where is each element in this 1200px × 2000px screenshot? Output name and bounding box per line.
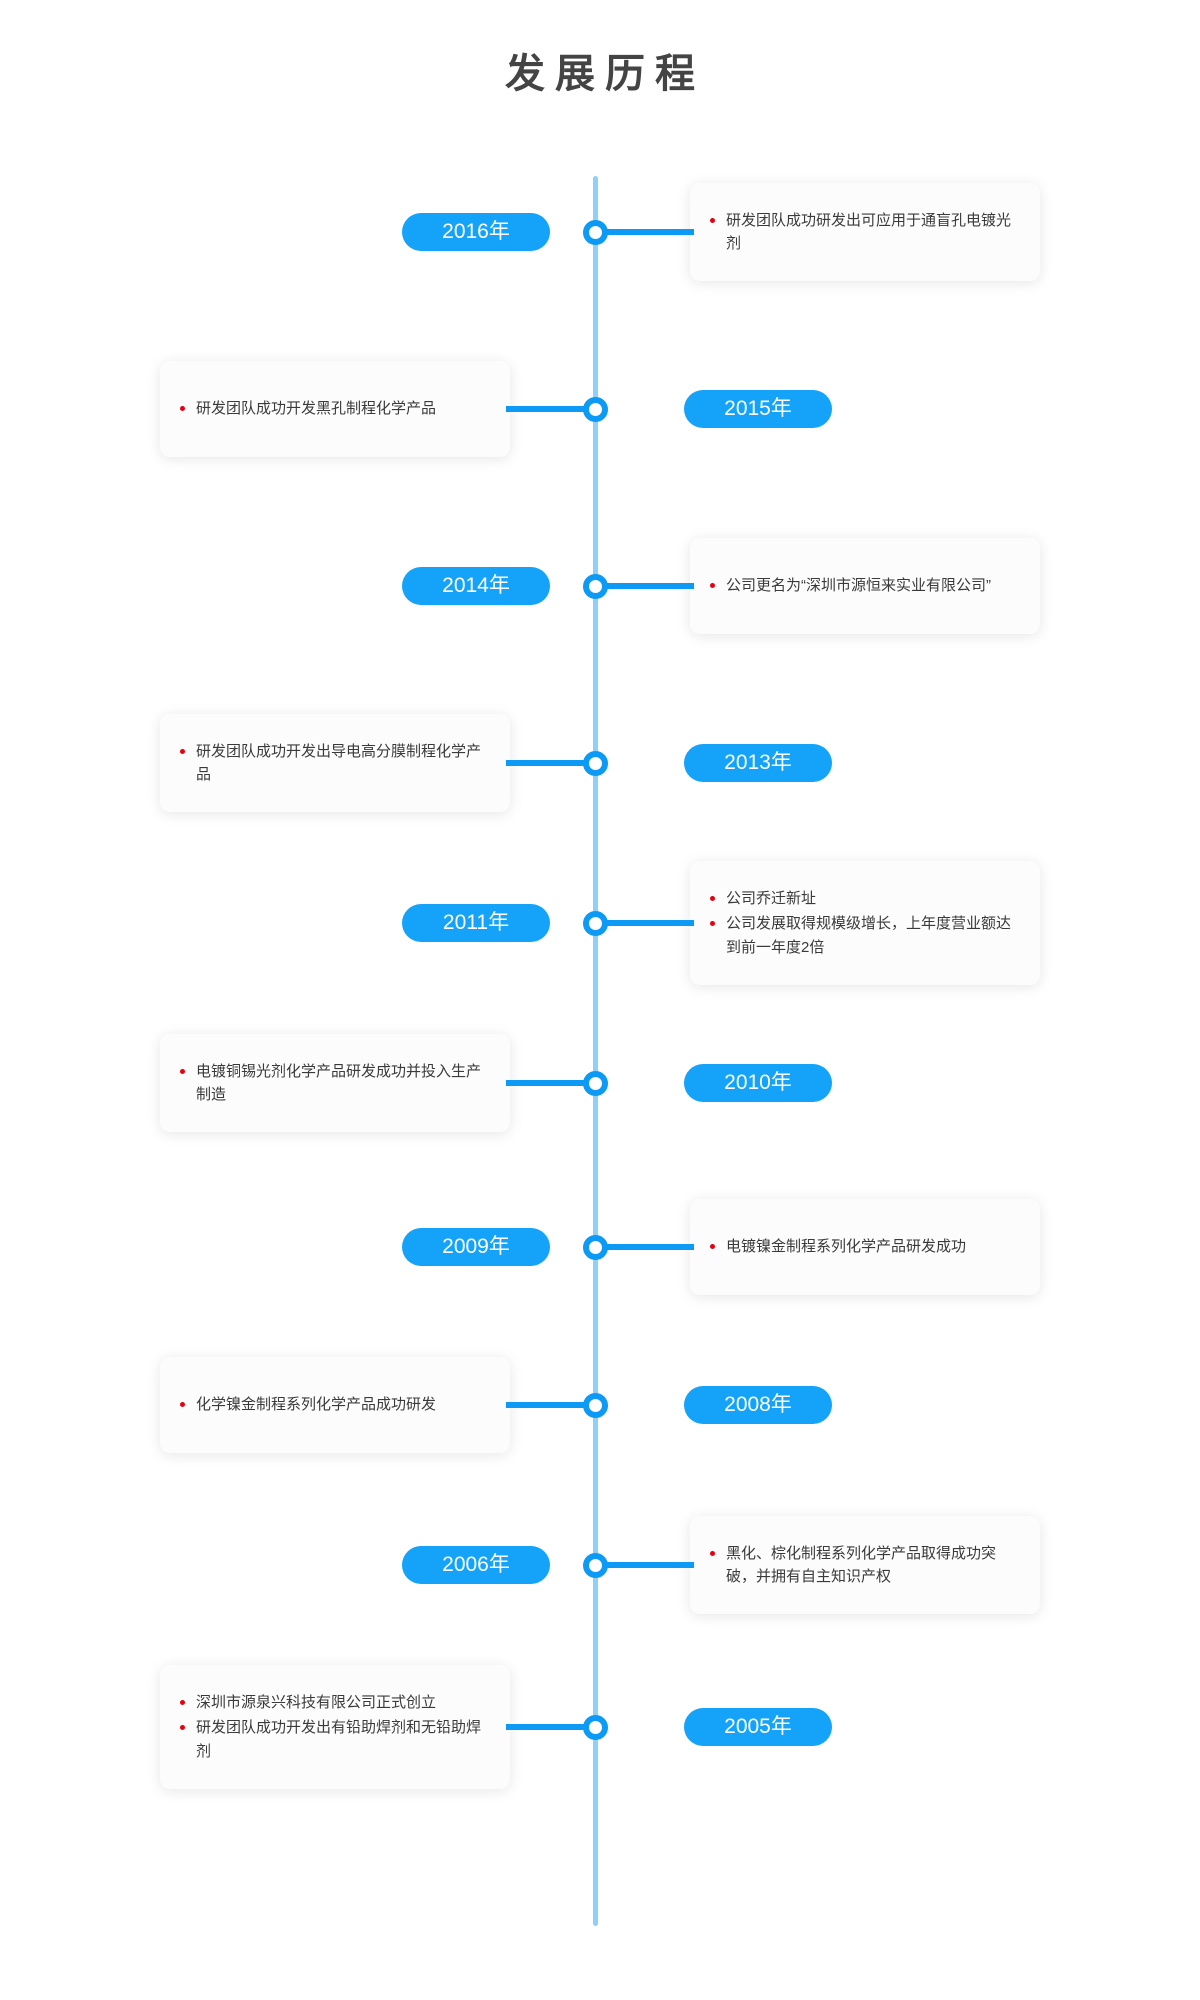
- year-badge[interactable]: 2016年: [402, 213, 550, 251]
- timeline-connector: [604, 583, 694, 589]
- timeline-node-icon[interactable]: [583, 574, 608, 599]
- timeline-node-icon[interactable]: [583, 220, 608, 245]
- year-badge[interactable]: 2014年: [402, 567, 550, 605]
- bullet-list: 电镀铜锡光剂化学产品研发成功并投入生产制造: [178, 1060, 488, 1107]
- timeline-card: 研发团队成功研发出可应用于通盲孔电镀光剂: [690, 182, 1040, 281]
- timeline-card: 深圳市源泉兴科技有限公司正式创立研发团队成功开发出有铅助焊剂和无铅助焊剂: [160, 1665, 510, 1789]
- timeline-connector: [604, 1244, 694, 1250]
- timeline-node-icon[interactable]: [583, 751, 608, 776]
- bullet-item: 电镀铜锡光剂化学产品研发成功并投入生产制造: [178, 1060, 488, 1107]
- timeline-connector: [506, 760, 596, 766]
- timeline-spine: [593, 176, 598, 1926]
- timeline-node-icon[interactable]: [583, 1553, 608, 1578]
- year-badge[interactable]: 2006年: [402, 1546, 550, 1584]
- bullet-item: 研发团队成功研发出可应用于通盲孔电镀光剂: [708, 209, 1018, 256]
- bullet-list: 研发团队成功开发出导电高分膜制程化学产品: [178, 740, 488, 787]
- bullet-list: 化学镍金制程系列化学产品成功研发: [178, 1393, 488, 1416]
- bullet-item: 化学镍金制程系列化学产品成功研发: [178, 1393, 488, 1416]
- bullet-list: 深圳市源泉兴科技有限公司正式创立研发团队成功开发出有铅助焊剂和无铅助焊剂: [178, 1691, 488, 1763]
- bullet-item: 研发团队成功开发出导电高分膜制程化学产品: [178, 740, 488, 787]
- timeline-node-icon[interactable]: [583, 1071, 608, 1096]
- year-badge[interactable]: 2015年: [684, 390, 832, 428]
- timeline-connector: [506, 1724, 596, 1730]
- timeline-connector: [506, 406, 596, 412]
- year-badge[interactable]: 2008年: [684, 1386, 832, 1424]
- timeline-card: 黑化、棕化制程系列化学产品取得成功突破，并拥有自主知识产权: [690, 1515, 1040, 1614]
- bullet-item: 电镀镍金制程系列化学产品研发成功: [708, 1235, 1018, 1258]
- bullet-list: 公司乔迁新址公司发展取得规模级增长，上年度营业额达到前一年度2倍: [708, 887, 1018, 959]
- bullet-list: 研发团队成功研发出可应用于通盲孔电镀光剂: [708, 209, 1018, 256]
- bullet-item: 公司发展取得规模级增长，上年度营业额达到前一年度2倍: [708, 912, 1018, 959]
- bullet-item: 研发团队成功开发黑孔制程化学产品: [178, 397, 488, 420]
- page-title: 发展历程: [505, 52, 705, 96]
- timeline-connector: [604, 920, 694, 926]
- timeline-connector: [506, 1402, 596, 1408]
- year-badge[interactable]: 2011年: [402, 904, 550, 942]
- year-badge[interactable]: 2005年: [684, 1708, 832, 1746]
- timeline-connector: [604, 1562, 694, 1568]
- timeline-node-icon[interactable]: [583, 1235, 608, 1260]
- timeline-card: 公司乔迁新址公司发展取得规模级增长，上年度营业额达到前一年度2倍: [690, 861, 1040, 985]
- bullet-item: 研发团队成功开发出有铅助焊剂和无铅助焊剂: [178, 1716, 488, 1763]
- timeline-node-icon[interactable]: [583, 397, 608, 422]
- timeline-card: 研发团队成功开发出导电高分膜制程化学产品: [160, 713, 510, 812]
- bullet-list: 研发团队成功开发黑孔制程化学产品: [178, 397, 488, 420]
- bullet-item: 深圳市源泉兴科技有限公司正式创立: [178, 1691, 488, 1714]
- bullet-item: 公司更名为“深圳市源恒来实业有限公司”: [708, 574, 1018, 597]
- timeline-card: 化学镍金制程系列化学产品成功研发: [160, 1357, 510, 1453]
- bullet-list: 公司更名为“深圳市源恒来实业有限公司”: [708, 574, 1018, 597]
- timeline-node-icon[interactable]: [583, 911, 608, 936]
- bullet-item: 黑化、棕化制程系列化学产品取得成功突破，并拥有自主知识产权: [708, 1542, 1018, 1589]
- timeline-connector: [604, 229, 694, 235]
- bullet-item: 公司乔迁新址: [708, 887, 1018, 910]
- year-badge[interactable]: 2009年: [402, 1228, 550, 1266]
- timeline-card: 电镀铜锡光剂化学产品研发成功并投入生产制造: [160, 1033, 510, 1132]
- timeline-node-icon[interactable]: [583, 1715, 608, 1740]
- year-badge[interactable]: 2013年: [684, 744, 832, 782]
- bullet-list: 电镀镍金制程系列化学产品研发成功: [708, 1235, 1018, 1258]
- timeline-card: 公司更名为“深圳市源恒来实业有限公司”: [690, 538, 1040, 634]
- timeline-card: 研发团队成功开发黑孔制程化学产品: [160, 361, 510, 457]
- timeline-card: 电镀镍金制程系列化学产品研发成功: [690, 1199, 1040, 1295]
- timeline-connector: [506, 1080, 596, 1086]
- year-badge[interactable]: 2010年: [684, 1064, 832, 1102]
- timeline-node-icon[interactable]: [583, 1393, 608, 1418]
- bullet-list: 黑化、棕化制程系列化学产品取得成功突破，并拥有自主知识产权: [708, 1542, 1018, 1589]
